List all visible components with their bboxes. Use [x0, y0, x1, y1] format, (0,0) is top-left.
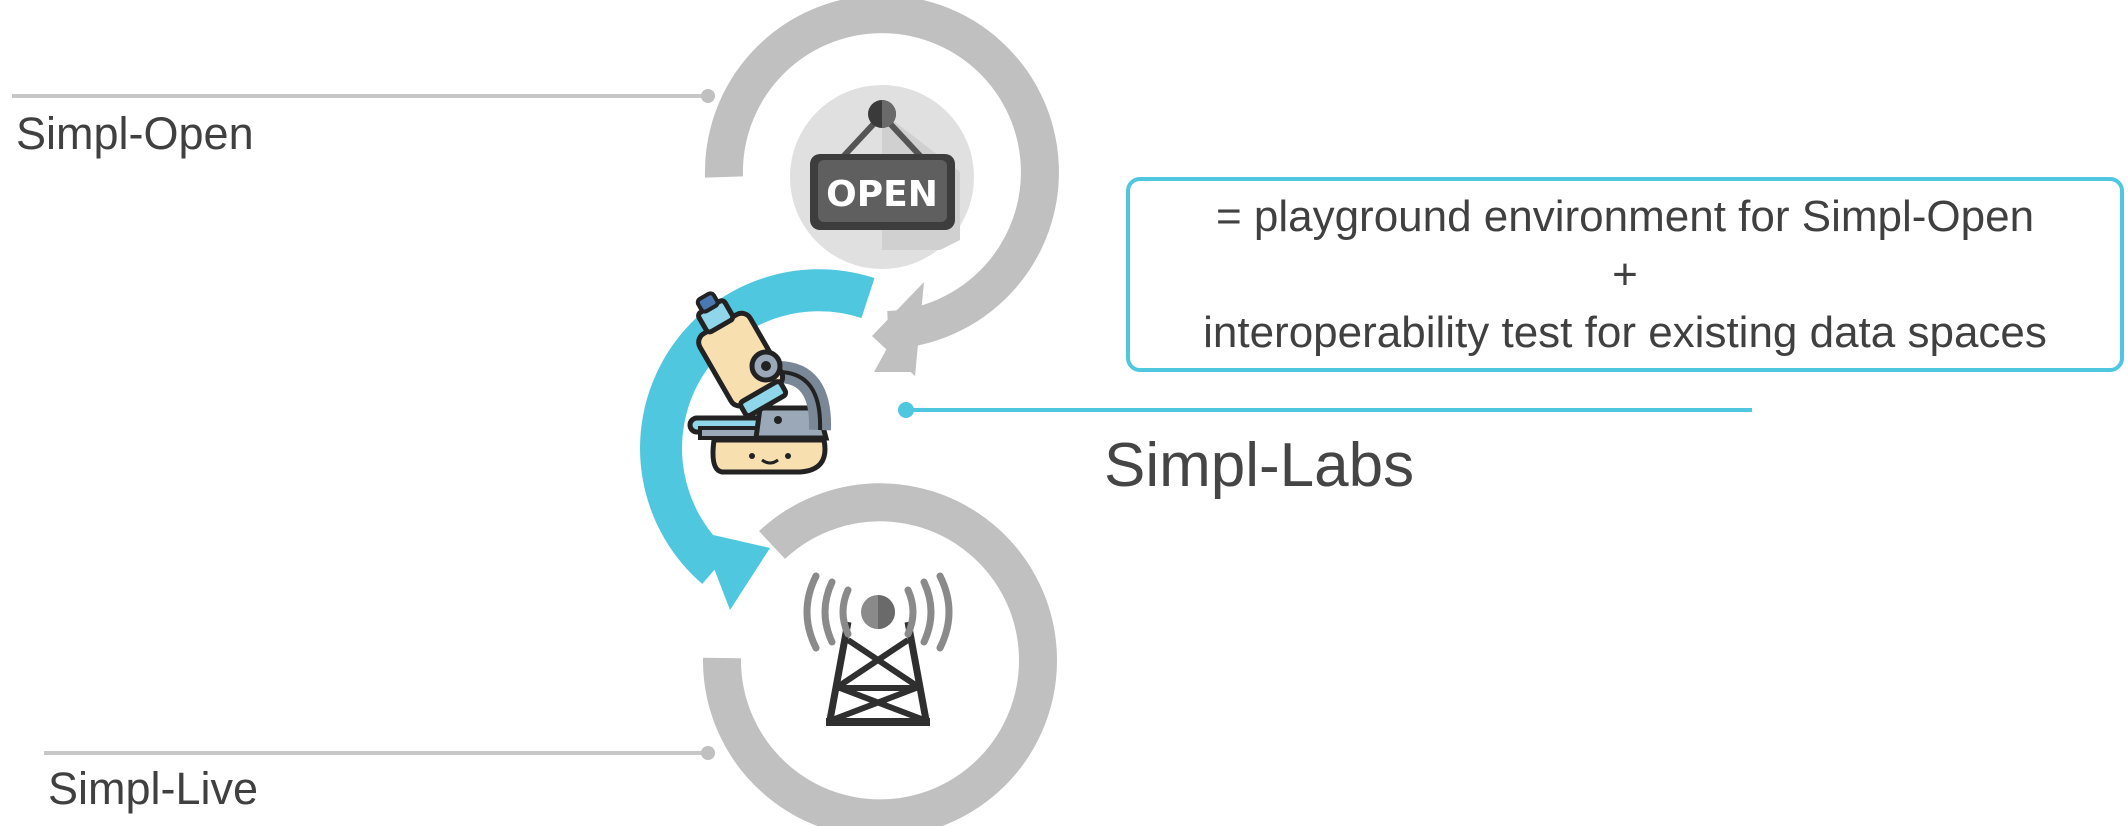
microscope-icon [687, 291, 832, 475]
description-line-1: = playground environment for Simpl-Open [1215, 191, 2035, 241]
connector-labs [898, 402, 1752, 418]
description-box: = playground environment for Simpl-Open … [1126, 177, 2124, 372]
open-sign-text: OPEN [826, 174, 938, 215]
description-line-3: interoperability test for existing data … [1203, 307, 2047, 357]
antenna-tower-icon [803, 572, 953, 726]
open-sign-icon: OPEN [790, 85, 974, 269]
live-ring [702, 483, 1057, 826]
open-ring-arrow [704, 0, 1059, 376]
simpl-open-label: Simpl-Open [16, 108, 254, 159]
simpl-labs-label: Simpl-Labs [1104, 431, 1415, 500]
simpl-live-label: Simpl-Live [48, 763, 259, 814]
labs-ring-arrow [640, 269, 875, 610]
connector-open [12, 89, 715, 103]
description-line-2: + [1612, 249, 1638, 299]
connector-live [44, 746, 715, 760]
